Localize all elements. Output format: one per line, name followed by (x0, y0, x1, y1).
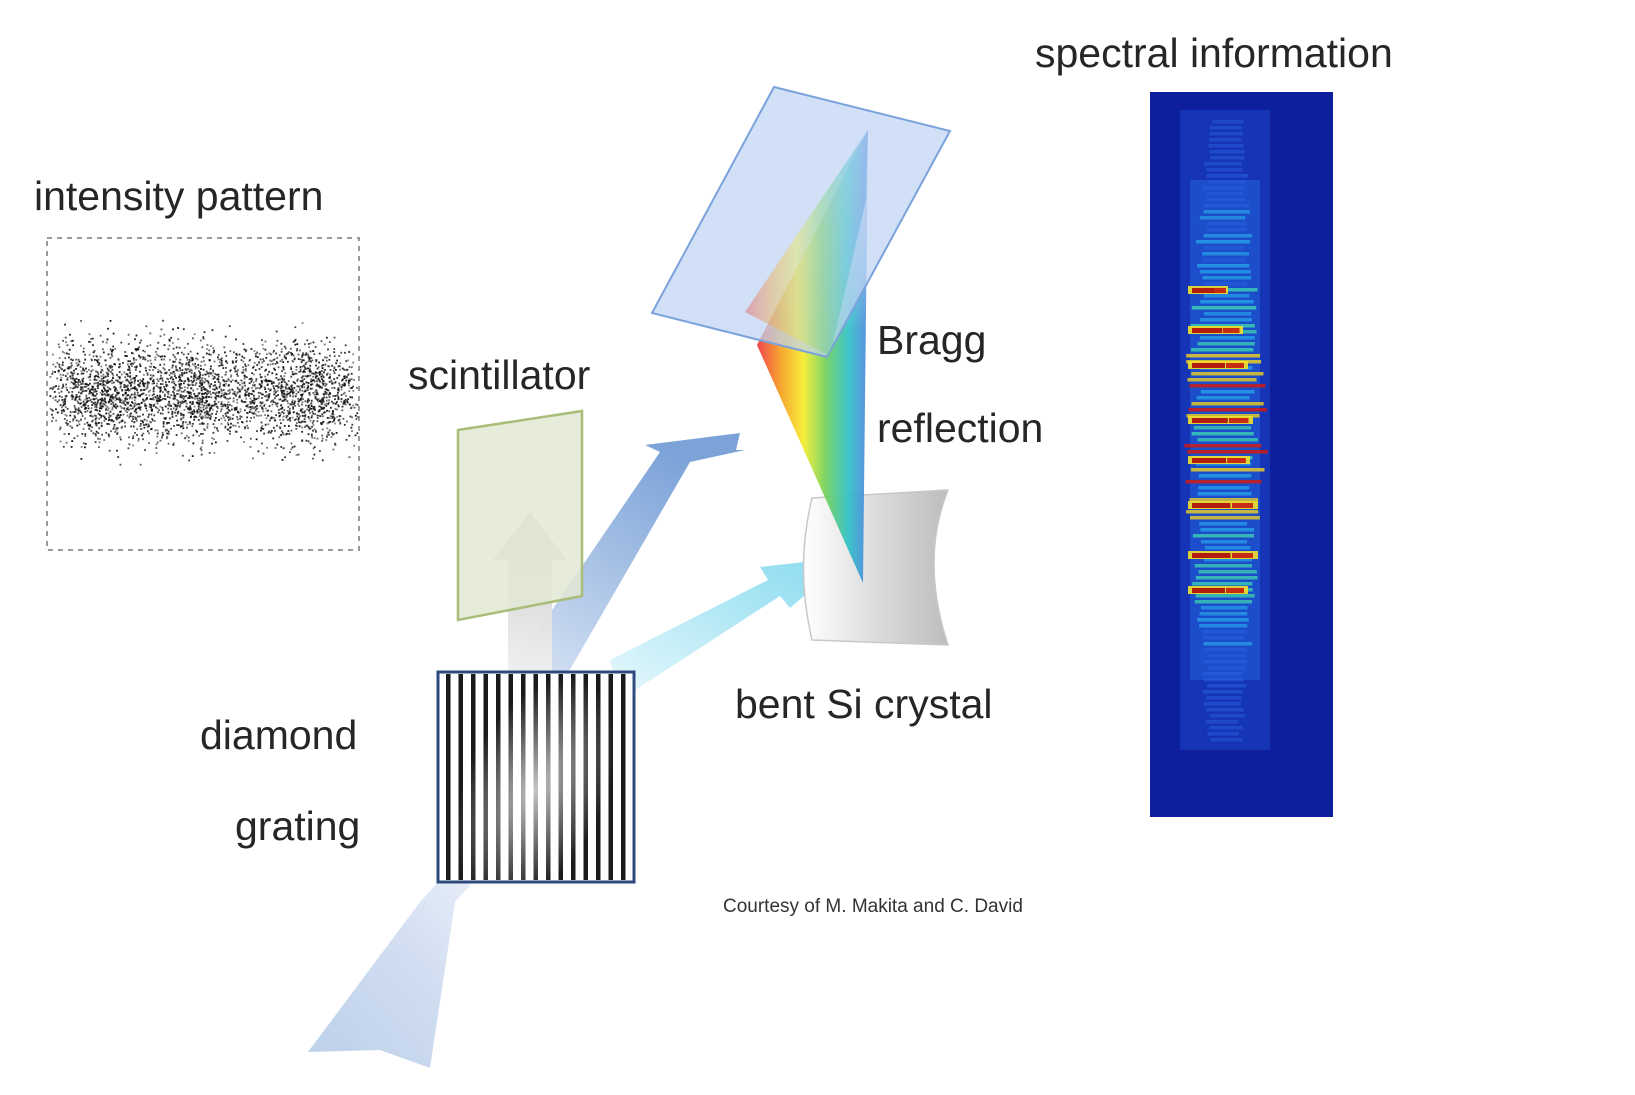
spectral-streaks (1180, 110, 1270, 750)
bent-si-crystal (802, 489, 950, 646)
intensity-speckles (49, 319, 359, 466)
scintillator-label: scintillator (408, 352, 591, 398)
grating-label: grating (235, 803, 361, 849)
diamond-grating (436, 670, 636, 903)
courtesy-credit: Courtesy of M. Makita and C. David (723, 896, 1023, 917)
incoming-beam-arrow (308, 880, 475, 1068)
intensity-pattern-label: intensity pattern (34, 173, 324, 219)
bragg-label: Bragg (877, 317, 987, 363)
detector-plane (650, 85, 952, 359)
diamond-label: diamond (200, 712, 358, 758)
cyan-beam-arrow (610, 557, 850, 700)
bent-crystal-label: bent Si crystal (735, 681, 993, 727)
reflection-label: reflection (877, 405, 1044, 451)
spectral-information-label: spectral information (1035, 30, 1393, 76)
bragg-fan-over-plane (745, 130, 868, 356)
scintillator-plate (456, 409, 584, 622)
